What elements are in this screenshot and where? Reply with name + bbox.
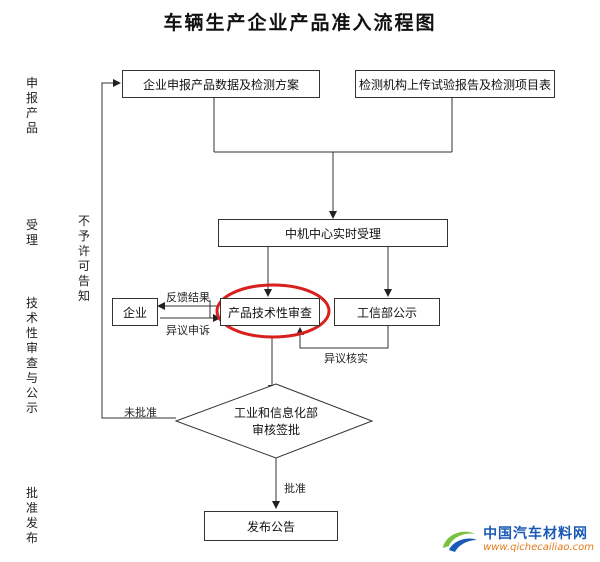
- label-not-permitted: 不 予 许 可 告 知: [78, 214, 91, 303]
- node-miit-approval: 工业和信息化部 审核签批: [226, 405, 326, 439]
- diagram-title: 车辆生产企业产品准入流程图: [163, 12, 437, 34]
- label-approved: 批准: [284, 482, 306, 495]
- node-company-submit: 企业申报产品数据及检测方案: [122, 70, 320, 98]
- watermark-logo-icon: [443, 531, 478, 552]
- node-miit-approval-line2: 审核签批: [251, 423, 300, 437]
- label-feedback: 反馈结果: [166, 291, 210, 304]
- node-publish: 发布公告: [204, 511, 338, 541]
- node-miit-approval-line1: 工业和信息化部: [233, 406, 318, 420]
- watermark: 中国汽车材料网 www.qichecailiao.com: [439, 526, 594, 556]
- stage-label-approve: 批 准 发 布: [26, 486, 39, 545]
- edge-objection-verify: [296, 325, 389, 349]
- label-objection-appeal: 异议申诉: [166, 324, 210, 337]
- node-tech-review: 产品技术性审查: [220, 298, 320, 326]
- edge-not-approved: [101, 79, 176, 419]
- label-not-approved: 未批准: [124, 406, 157, 419]
- stage-label-accept: 受 理: [26, 218, 39, 247]
- node-enterprise: 企业: [112, 298, 158, 326]
- watermark-name: 中国汽车材料网: [483, 526, 589, 542]
- node-miit-notice: 工信部公示: [334, 298, 440, 326]
- node-center-accept: 中机中心实时受理: [218, 219, 448, 247]
- approval-diamond: [174, 383, 374, 459]
- stage-label-apply: 申 报 产 品: [26, 76, 39, 135]
- watermark-url: www.qichecailiao.com: [483, 542, 594, 553]
- highlight-ellipse: [215, 283, 331, 339]
- label-objection-verify: 异议核实: [324, 352, 368, 365]
- node-lab-upload: 检测机构上传试验报告及检测项目表: [355, 70, 555, 98]
- stage-label-review: 技 术 性 审 查 与 公 示: [26, 296, 39, 415]
